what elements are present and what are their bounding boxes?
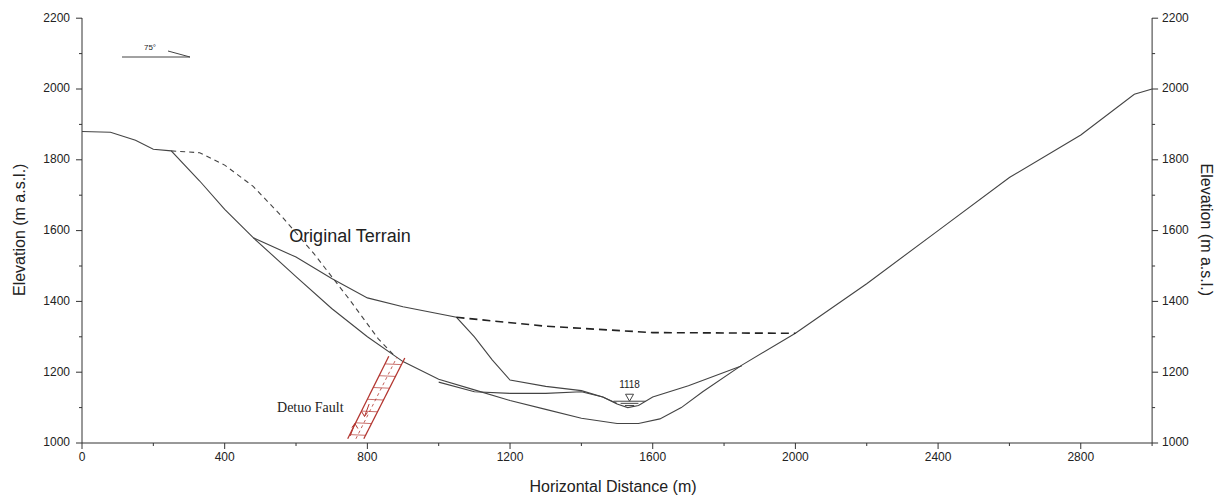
tick-label: 2800 — [1067, 451, 1094, 464]
tick-label: 400 — [215, 451, 235, 464]
tick — [1152, 372, 1158, 373]
water-level — [625, 405, 634, 406]
tick — [367, 443, 368, 449]
axis-title: Elevation (m a.s.l.) — [11, 164, 29, 296]
tick — [1152, 443, 1153, 446]
region-label: Original Terrain — [289, 227, 411, 247]
tick — [1080, 443, 1081, 449]
tick — [153, 443, 154, 446]
tick — [79, 195, 82, 196]
deposit-base — [439, 366, 742, 408]
fault-hatch — [350, 434, 366, 436]
tick — [1152, 89, 1158, 90]
tick-label: 1400 — [43, 295, 70, 308]
fault-hatch — [356, 422, 372, 424]
fault-hatch — [379, 375, 395, 377]
fault-hatch — [367, 399, 383, 401]
tick — [1152, 124, 1155, 125]
tick-label: 2200 — [43, 12, 70, 25]
fault-line — [356, 357, 397, 439]
tick — [938, 443, 939, 449]
tick-label: 1000 — [1162, 436, 1189, 449]
tick — [1152, 336, 1155, 337]
tick — [82, 443, 83, 449]
tick-label: 2000 — [1162, 82, 1189, 95]
tick — [1009, 443, 1010, 446]
deposit-surface — [253, 238, 617, 404]
fault-arrow — [362, 404, 370, 416]
tick-label: 2000 — [43, 82, 70, 95]
tick — [724, 443, 725, 446]
fault-hatch — [385, 363, 401, 365]
water-level — [621, 403, 639, 404]
tick-label: 1600 — [639, 451, 666, 464]
tick — [224, 443, 225, 449]
fault-label: Detuo Fault — [277, 400, 344, 415]
tick-label: 1600 — [43, 224, 70, 237]
tick-label: 2400 — [925, 451, 952, 464]
original-terrain-line — [171, 151, 396, 357]
tick — [79, 407, 82, 408]
tick — [296, 443, 297, 446]
tick — [795, 443, 796, 449]
tick — [1152, 159, 1158, 160]
terrain-line — [82, 89, 1152, 424]
tick — [76, 89, 82, 90]
tick — [79, 53, 82, 54]
tick-label: 2000 — [782, 451, 809, 464]
fault-line — [364, 358, 405, 439]
tick — [1152, 18, 1158, 19]
tick-label: 1000 — [43, 436, 70, 449]
angle-label: 75° — [144, 44, 156, 53]
orientation-line — [168, 51, 190, 57]
tick — [76, 443, 82, 444]
tick-label: 1200 — [497, 451, 524, 464]
tick-label: 1800 — [43, 153, 70, 166]
fault-hatch — [373, 387, 389, 389]
tick — [1152, 266, 1155, 267]
tick — [1152, 443, 1158, 444]
axis-title: Horizontal Distance (m) — [529, 478, 696, 496]
x-axis — [82, 443, 1152, 444]
tick — [76, 159, 82, 160]
tick — [652, 443, 653, 449]
tick — [79, 266, 82, 267]
water-symbol — [626, 394, 634, 401]
tick-label: 2200 — [1162, 12, 1189, 25]
tick — [866, 443, 867, 446]
tick — [1152, 301, 1158, 302]
tick — [1152, 407, 1155, 408]
tick — [79, 124, 82, 125]
tick-label: 1400 — [1162, 295, 1189, 308]
tick — [79, 336, 82, 337]
tick — [76, 372, 82, 373]
fault-arrow — [350, 424, 358, 436]
elevation-label: 1118 — [619, 379, 640, 390]
tick — [1152, 230, 1158, 231]
tick — [510, 443, 511, 449]
axis-title: Elevation (m a.s.l.) — [1197, 164, 1215, 296]
tick-label: 1200 — [43, 366, 70, 379]
tick — [581, 443, 582, 446]
tick — [438, 443, 439, 446]
tick — [1152, 195, 1155, 196]
tick — [1152, 53, 1155, 54]
tick — [76, 230, 82, 231]
fault-hatch — [362, 411, 378, 413]
tick-label: 1200 — [1162, 366, 1189, 379]
tick-label: 1600 — [1162, 224, 1189, 237]
orientation-line — [122, 57, 190, 58]
tick-label: 1800 — [1162, 153, 1189, 166]
tick — [76, 18, 82, 19]
tick-label: 800 — [357, 451, 377, 464]
tick — [76, 301, 82, 302]
dam-crest-line — [457, 317, 796, 333]
fault-line — [348, 356, 389, 439]
tick-label: 0 — [79, 451, 86, 464]
